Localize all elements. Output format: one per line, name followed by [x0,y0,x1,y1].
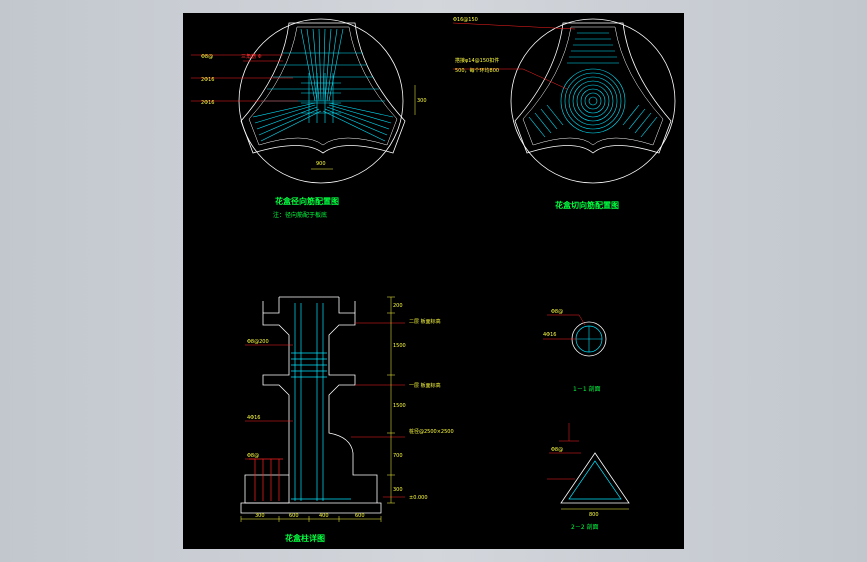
column-label-level1: 一层 板面标高 [409,382,441,389]
section-2-leaders [547,423,581,480]
section-1-label-2: 4Φ16 [543,332,556,338]
section-1-title: 1－1 剖面 [573,385,601,393]
cad-drawing: Φ8@ 三角筋 Φ 2Φ16 2Φ16 300 900 花盒径向筋配置图 注：径… [191,17,676,543]
radial-plan-title: 花盒径向筋配置图 [275,196,339,206]
column-label-level2: 二层 板面标高 [409,318,441,325]
radial-plan-note: 注：径向筋配于板底 [273,211,327,219]
column-dim-2: 1500 [393,343,406,349]
column-label-1: Φ8@200 [247,339,269,345]
column-bottom-dim-3: 400 [319,513,329,519]
column-bottom-dims [240,516,382,522]
radial-plan-outline [240,22,406,154]
column-label-2: 4Φ16 [247,415,260,421]
section-2-title: 2－2 剖面 [571,523,599,531]
radial-dim-vertical: 300 [417,98,427,104]
column-bottom-dim-2: 600 [289,513,299,519]
column-rebars [291,303,351,501]
footing-rebars [249,458,283,501]
tangential-plan-inner-outline [522,26,664,146]
tangential-rebars [528,32,658,138]
tangential-label-1: Φ16@150 [453,17,478,23]
tangential-leaders [452,22,576,90]
column-dim-3: 1500 [393,403,406,409]
column-dim-1: 200 [393,303,403,309]
tangential-label-2: 搭接φ14@150扣件 [455,57,499,64]
radial-label-1: Φ8@ [201,54,213,60]
column-label-3: Φ8@ [247,453,259,459]
column-dim-5: 300 [393,487,403,493]
column-label-pile: 桩径@2500×2500 [409,428,454,435]
radial-plan-inner-outline [248,26,398,146]
section-2-2: Φ8@ 800 2－2 剖面 [547,423,630,531]
radial-leaders [191,54,298,102]
radial-label-4: 2Φ16 [201,100,214,106]
column-detail-title: 花盒柱详图 [285,533,325,543]
section-2-triangle [560,452,630,504]
radial-rebars [252,28,394,142]
tangential-plan-outline [514,22,672,154]
column-detail: Φ8@200 4Φ16 Φ8@ 桩径@2500×2500 二层 板面标高 一层 … [240,296,454,543]
tangential-plan-circle [510,18,676,184]
column-vertical-dims [387,296,395,504]
column-bottom-dim-1: 300 [255,513,265,519]
column-outline [240,296,382,514]
column-dim-4: 700 [393,453,403,459]
column-bottom-dim-4: 600 [355,513,365,519]
section-1-1: Φ8@ 4Φ16 1－1 剖面 [543,309,607,393]
section-1-leaders [543,314,586,340]
tangential-label-3: 500，每个环均800 [455,67,499,74]
section-2-dim: 800 [589,512,599,518]
radial-dim-horizontal: 900 [316,161,326,167]
radial-rebar-plan: Φ8@ 三角筋 Φ 2Φ16 2Φ16 300 900 花盒径向筋配置图 注：径… [191,18,427,219]
cad-drawing-canvas: Φ8@ 三角筋 Φ 2Φ16 2Φ16 300 900 花盒径向筋配置图 注：径… [183,13,684,549]
radial-dims [311,85,416,170]
radial-label-2: 三角筋 Φ [241,53,262,60]
column-leaders [245,322,405,498]
section-2-label-1: Φ8@ [551,447,563,453]
section-1-label-1: Φ8@ [551,309,563,315]
tangential-rebar-plan: Φ16@150 搭接φ14@150扣件 500，每个环均800 花盒切向筋配置图 [452,17,676,210]
radial-label-3: 2Φ16 [201,77,214,83]
column-label-datum: ±0.000 [409,495,428,501]
tangential-plan-title: 花盒切向筋配置图 [555,200,619,210]
section-2-stirrup [568,460,622,500]
